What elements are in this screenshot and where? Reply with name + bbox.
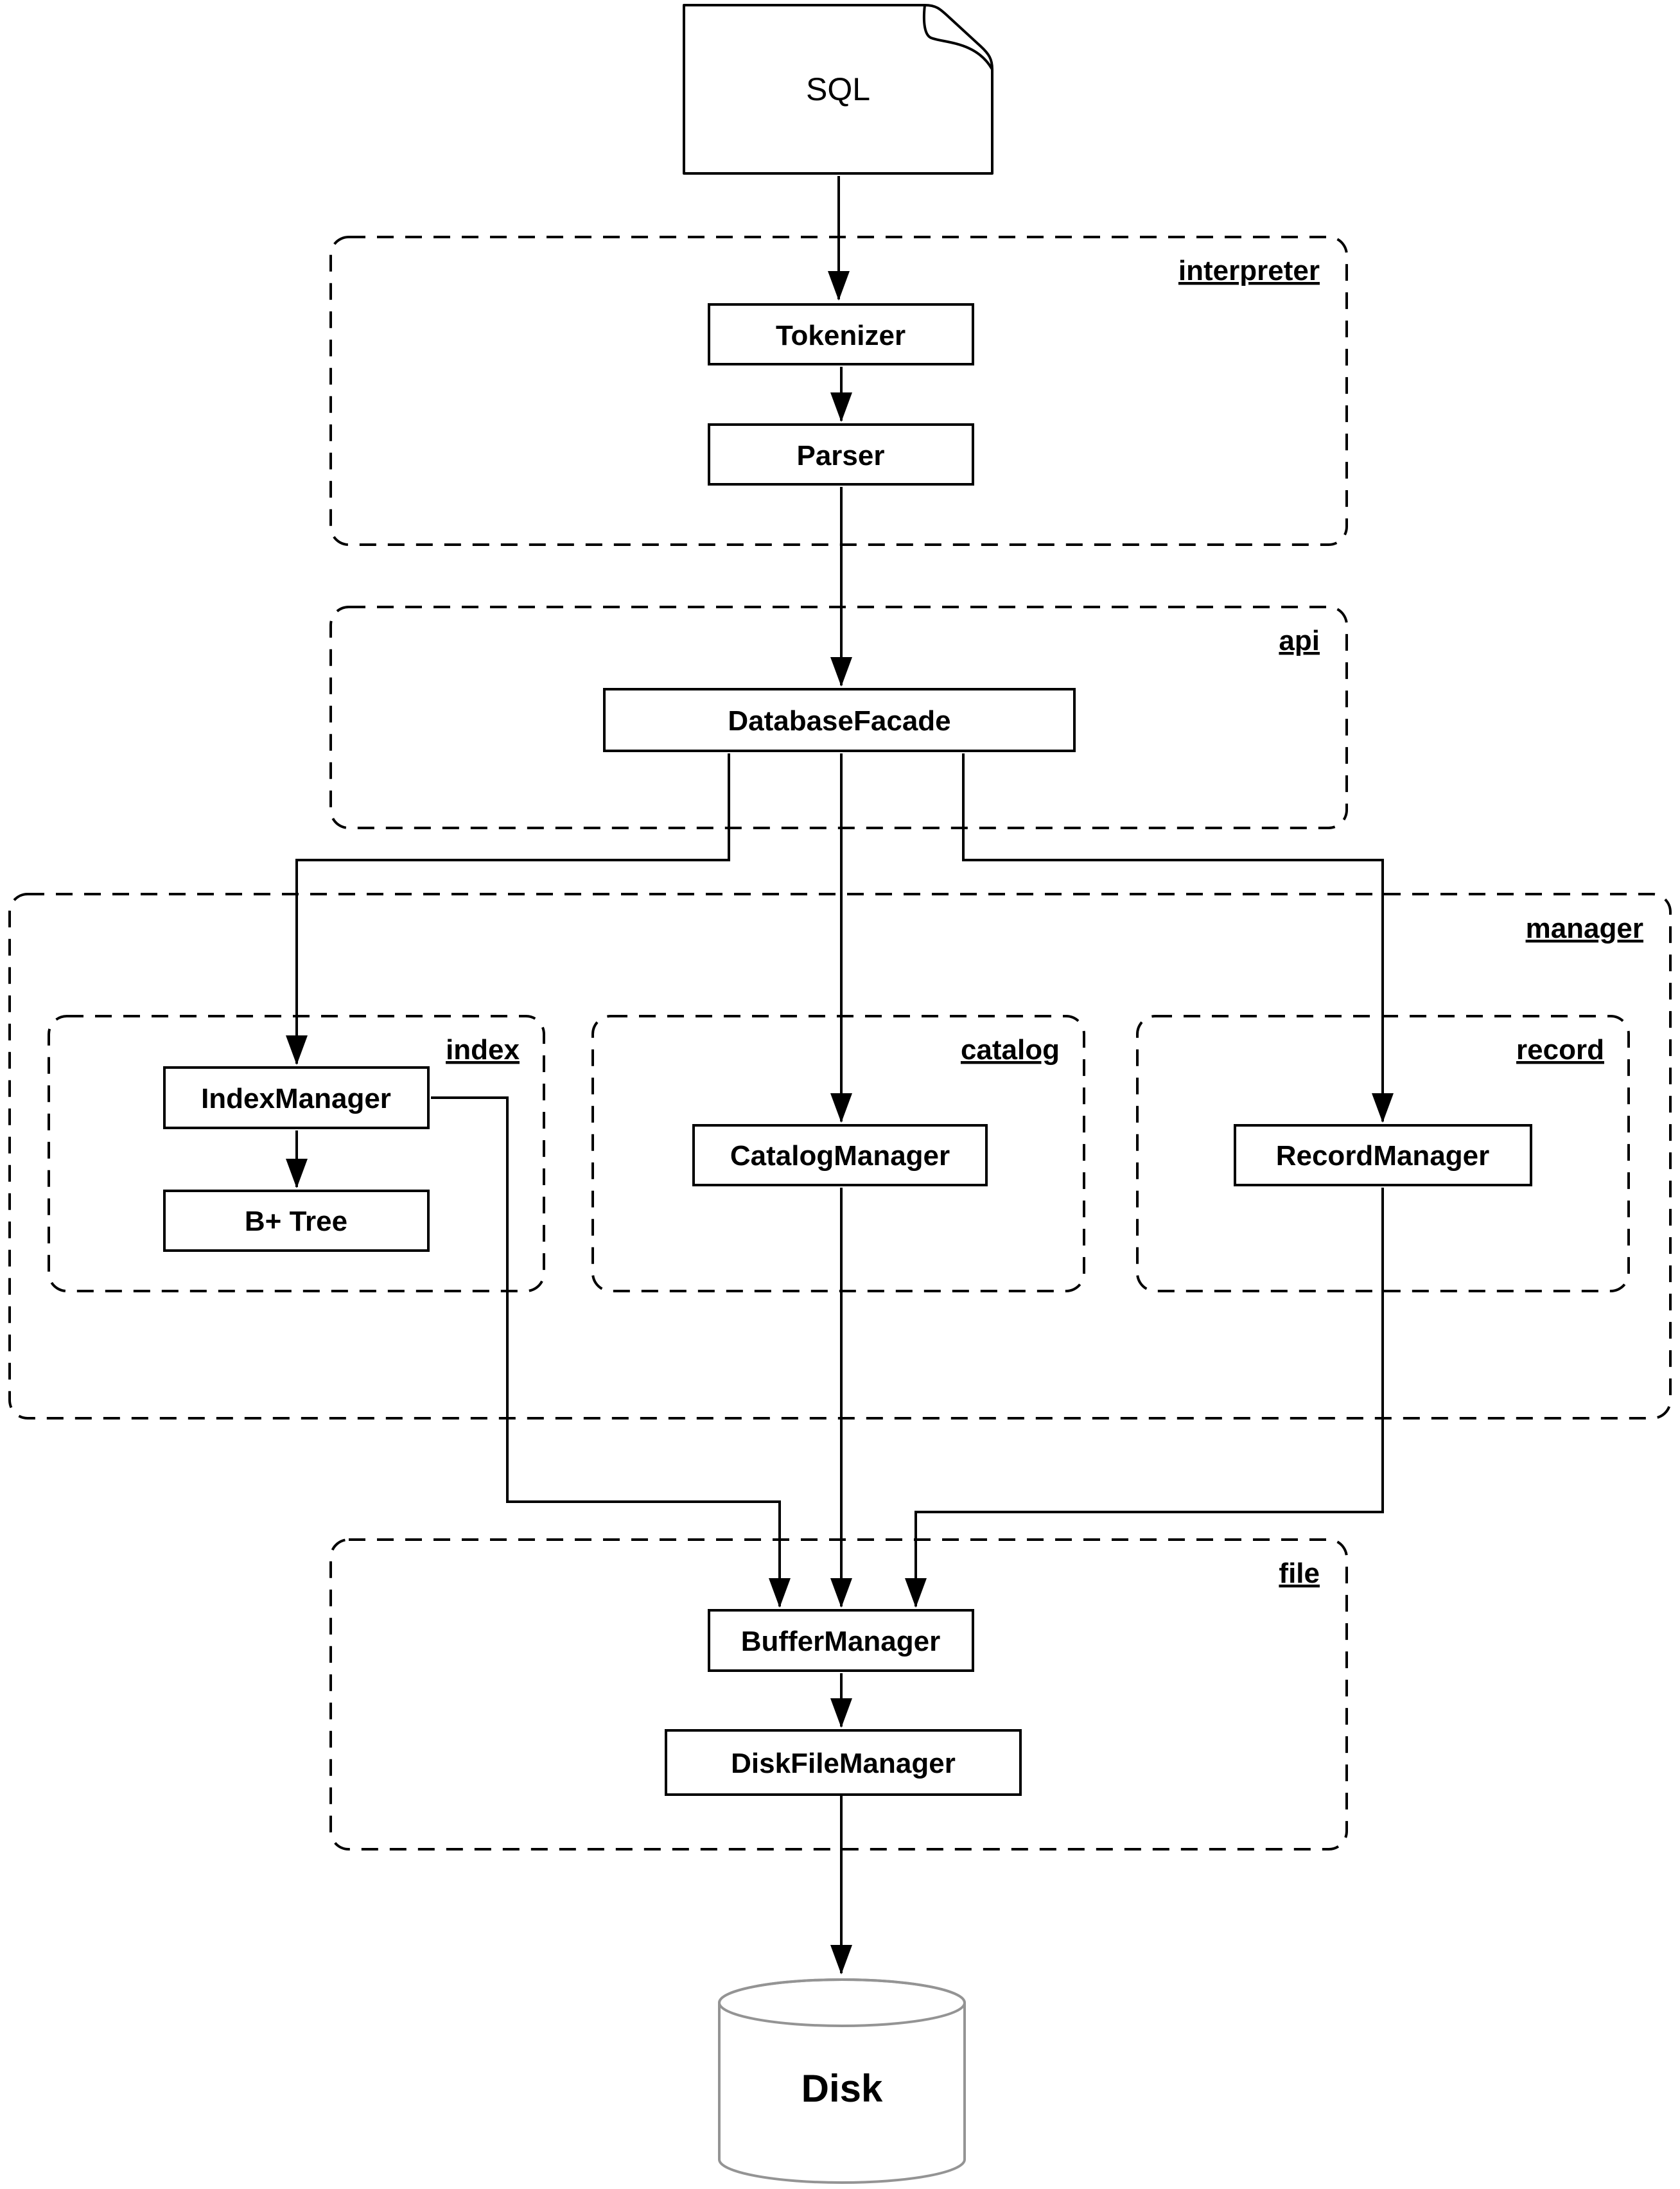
container-manager-label: manager bbox=[1526, 913, 1643, 944]
node-database-facade-label: DatabaseFacade bbox=[728, 705, 950, 737]
container-index-label: index bbox=[446, 1034, 520, 1066]
node-disk-file-manager bbox=[665, 1729, 1022, 1796]
disk-cylinder-top-rim bbox=[718, 1978, 966, 2027]
edge-indexmanager-to-buffermanager bbox=[431, 1096, 791, 1608]
node-disk-label: Disk bbox=[801, 2067, 883, 2110]
edge-databasefacade-to-indexmanager bbox=[286, 753, 730, 1065]
node-parser bbox=[708, 423, 974, 486]
container-catalog bbox=[591, 1015, 1085, 1292]
node-tokenizer-label: Tokenizer bbox=[776, 320, 906, 351]
container-catalog-label: catalog bbox=[961, 1034, 1060, 1066]
node-parser-label: Parser bbox=[796, 440, 884, 471]
node-database-facade bbox=[603, 688, 1076, 752]
node-catalog-manager bbox=[692, 1124, 988, 1186]
container-api bbox=[329, 606, 1348, 829]
node-bplus-tree-label: B+ Tree bbox=[245, 1206, 347, 1237]
node-buffer-manager bbox=[708, 1609, 974, 1672]
node-index-manager bbox=[163, 1066, 430, 1129]
container-api-label: api bbox=[1279, 625, 1320, 656]
node-buffer-manager-label: BufferManager bbox=[741, 1626, 941, 1657]
node-bplus-tree bbox=[163, 1190, 430, 1252]
sql-document-fold bbox=[922, 4, 993, 70]
edge-databasefacade-to-recordmanager bbox=[962, 753, 1394, 1123]
edge-recordmanager-to-buffermanager bbox=[905, 1188, 1384, 1608]
container-interpreter-label: interpreter bbox=[1178, 255, 1320, 286]
node-record-manager-label: RecordManager bbox=[1276, 1140, 1490, 1172]
node-tokenizer bbox=[708, 303, 974, 365]
node-record-manager bbox=[1234, 1124, 1532, 1186]
container-record-label: record bbox=[1516, 1034, 1604, 1066]
sql-node-label: SQL bbox=[806, 71, 870, 107]
node-index-manager-label: IndexManager bbox=[201, 1083, 391, 1114]
container-file-label: file bbox=[1279, 1558, 1320, 1589]
node-catalog-manager-label: CatalogManager bbox=[730, 1140, 950, 1172]
container-file bbox=[329, 1538, 1348, 1851]
node-disk-file-manager-label: DiskFileManager bbox=[731, 1748, 956, 1779]
